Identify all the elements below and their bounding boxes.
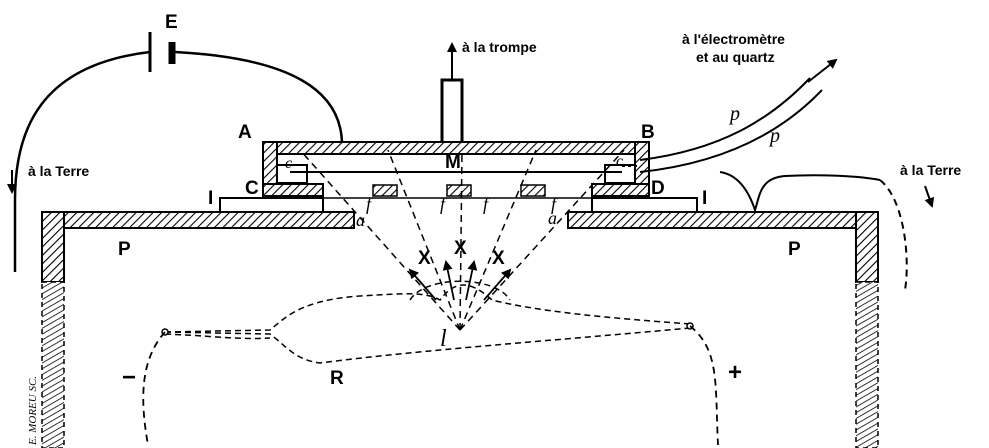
label-C: C bbox=[245, 178, 259, 199]
label-A: A bbox=[238, 122, 252, 143]
label-P-right: P bbox=[788, 239, 801, 260]
label-f-3: f bbox=[483, 194, 491, 214]
label-f-4: f bbox=[551, 194, 559, 214]
label-terre-right: à la Terre bbox=[900, 162, 961, 178]
label-R: R bbox=[330, 368, 344, 389]
label-electrometre-1: à l'électromètre bbox=[682, 31, 785, 47]
label-x-left: X bbox=[418, 248, 431, 269]
lead-shield bbox=[41, 211, 879, 283]
shield-lower-edges bbox=[41, 281, 879, 448]
tube-wires bbox=[142, 325, 719, 446]
earth-wire-right bbox=[719, 171, 908, 291]
label-electrometre-2: et au quartz bbox=[696, 49, 775, 65]
battery-wire-right bbox=[174, 50, 344, 146]
electrometer-arrow bbox=[807, 58, 838, 83]
insulators bbox=[219, 197, 698, 213]
label-c-right: c bbox=[616, 153, 623, 170]
label-f-2: f bbox=[440, 194, 448, 214]
label-P-left: P bbox=[118, 239, 131, 260]
label-trompe: à la trompe bbox=[462, 39, 537, 55]
label-I-right: I bbox=[702, 188, 707, 209]
label-a-right: a bbox=[548, 208, 557, 228]
label-I-left: I bbox=[208, 188, 213, 209]
label-D: D bbox=[651, 178, 665, 199]
label-plus: + bbox=[728, 359, 742, 386]
label-f-1: f bbox=[366, 194, 374, 214]
radiation-rays bbox=[299, 149, 625, 331]
label-p-1: p bbox=[728, 103, 740, 125]
label-x-mid: X bbox=[454, 238, 467, 259]
label-x-right: X bbox=[492, 248, 505, 269]
label-minus: − bbox=[122, 364, 136, 391]
label-l: l bbox=[440, 326, 447, 352]
label-B: B bbox=[641, 122, 655, 143]
tube-R bbox=[164, 280, 691, 364]
label-terre-left: à la Terre bbox=[28, 163, 89, 179]
label-E: E bbox=[165, 12, 178, 33]
label-c-left: c bbox=[285, 155, 292, 172]
engraver-signature: E. MOREU SC. bbox=[27, 376, 39, 446]
chamber bbox=[262, 141, 650, 197]
label-a-left: a bbox=[356, 210, 365, 230]
electrometer-cable bbox=[622, 77, 823, 173]
label-M: M bbox=[445, 152, 461, 173]
label-p-2: p bbox=[768, 125, 780, 147]
earth-arrow-right bbox=[924, 185, 935, 208]
pump-tube bbox=[440, 78, 464, 152]
